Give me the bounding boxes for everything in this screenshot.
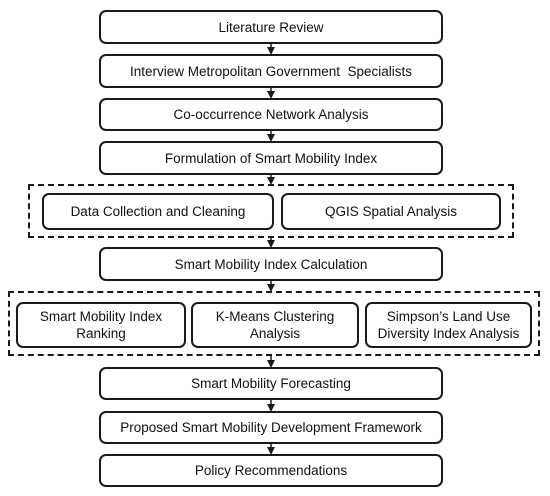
qgis-box: QGIS Spatial Analysis <box>281 193 501 230</box>
simpson-box: Simpson’s Land Use Diversity Index Analy… <box>365 302 532 348</box>
framework-box: Proposed Smart Mobility Development Fram… <box>99 411 443 444</box>
formulation-label: Formulation of Smart Mobility Index <box>164 150 378 166</box>
parallel-group-2 <box>8 291 540 356</box>
literature-review-box: Literature Review <box>99 10 443 44</box>
forecasting-box: Smart Mobility Forecasting <box>99 367 443 400</box>
cooccurrence-label: Co-occurrence Network Analysis <box>173 107 369 122</box>
interview-label: Interview Metropolitan Government Specia… <box>129 63 413 79</box>
data-collection-label: Data Collection and Cleaning <box>70 204 246 219</box>
policy-box: Policy Recommendations <box>99 454 443 487</box>
kmeans-label: K-Means Clustering Analysis <box>215 309 335 341</box>
index-calculation-box: Smart Mobility Index Calculation <box>99 247 443 281</box>
literature-review-label: Literature Review <box>218 19 324 35</box>
index-ranking-box: Smart Mobility Index Ranking <box>16 302 186 348</box>
interview-box: Interview Metropolitan Government Specia… <box>99 54 443 88</box>
index-ranking-label: Smart Mobility Index Ranking <box>39 309 163 341</box>
formulation-box: Formulation of Smart Mobility Index <box>99 141 443 175</box>
simpson-label: Simpson’s Land Use Diversity Index Analy… <box>377 309 520 341</box>
parallel-group-1 <box>28 184 514 238</box>
policy-label: Policy Recommendations <box>194 463 348 478</box>
index-calculation-label: Smart Mobility Index Calculation <box>174 256 368 272</box>
framework-label: Proposed Smart Mobility Development Fram… <box>120 420 422 435</box>
kmeans-box: K-Means Clustering Analysis <box>191 302 359 348</box>
qgis-label: QGIS Spatial Analysis <box>324 204 458 219</box>
cooccurrence-box: Co-occurrence Network Analysis <box>99 98 443 131</box>
forecasting-label: Smart Mobility Forecasting <box>191 376 351 391</box>
data-collection-box: Data Collection and Cleaning <box>42 193 274 230</box>
